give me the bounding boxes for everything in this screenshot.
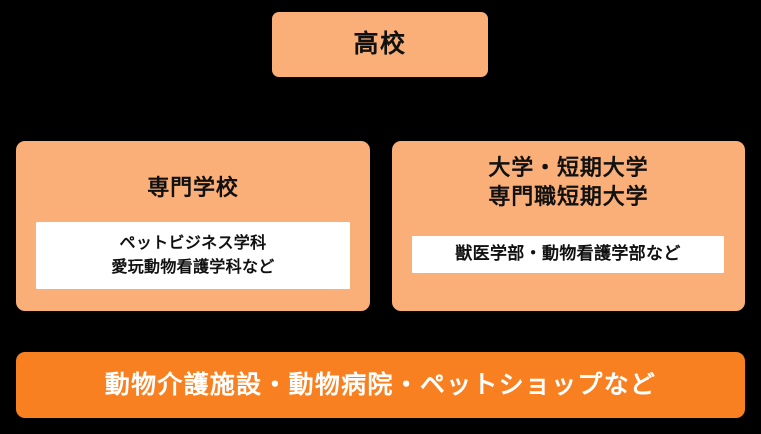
node-university-title: 大学・短期大学 専門職短期大学 [392,153,745,211]
node-vocational-school-title: 専門学校 [16,173,370,202]
node-high-school: 高校 [272,12,488,77]
university-detail-line-1: 獣医学部・動物看護学部など [455,244,681,264]
vocational-school-detail-line-2: 愛玩動物看護学科など [111,258,275,276]
node-university-title-line-1: 大学・短期大学 [488,155,649,180]
vocational-school-detail-box: ペットビジネス学科 愛玩動物看護学科など [36,222,350,289]
node-university-title-line-2: 専門職短期大学 [488,184,649,210]
vocational-school-detail-line-1: ペットビジネス学科 [119,235,267,253]
node-career-outcome: 動物介護施設・動物病院・ペットショップなど [16,352,745,418]
node-high-school-label: 高校 [353,29,407,58]
node-vocational-school: 専門学校 ペットビジネス学科 愛玩動物看護学科など [16,141,370,311]
node-career-outcome-label: 動物介護施設・動物病院・ペットショップなど [104,370,657,399]
university-detail-box: 獣医学部・動物看護学部など [412,236,724,273]
node-university: 大学・短期大学 専門職短期大学 獣医学部・動物看護学部など [392,141,745,311]
node-vocational-school-title-line-1: 専門学校 [147,175,239,200]
